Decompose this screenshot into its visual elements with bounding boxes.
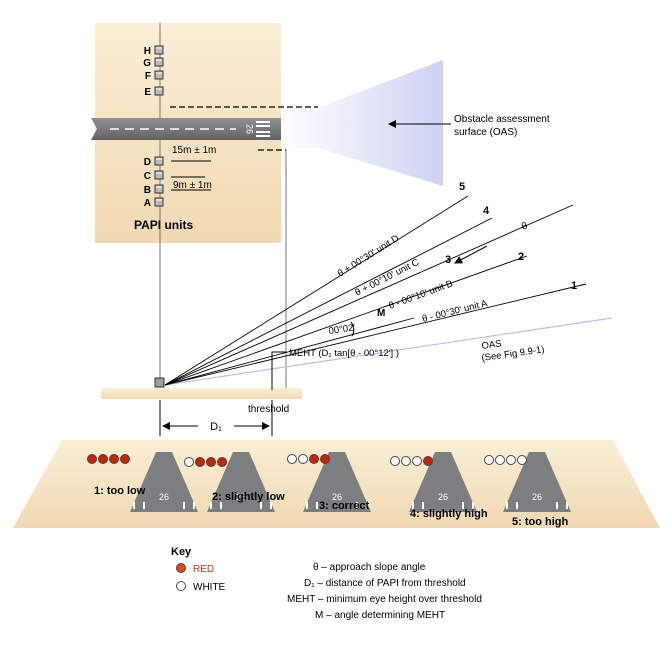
key-white-label: WHITE [193, 582, 226, 593]
meht-leader [271, 351, 286, 390]
spacing-label-15m: 15m ± 1m [172, 145, 216, 156]
angle-arc [350, 321, 355, 337]
legend-line-1: θ – approach slope angle [313, 562, 426, 573]
indication-2-light-4-red [217, 457, 227, 467]
indication-3-label: 3: correct [319, 500, 369, 512]
key-white-light [176, 581, 186, 591]
indication-3-runway [303, 452, 371, 512]
papi-unit-c-box [154, 170, 164, 180]
papi-unit-e-box [154, 86, 164, 96]
beam-number-2: 2 [518, 251, 524, 263]
indication-2-runway-number: 26 [236, 492, 246, 502]
approach-beams [164, 195, 587, 386]
indication-1-runway-number: 26 [159, 492, 169, 502]
indication-2-light-1-white [184, 457, 194, 467]
threshold-markings [256, 121, 270, 137]
indication-3-light-4-red [320, 454, 330, 464]
units-title: PAPI units [134, 218, 193, 232]
angle-0002-label: 00°02′ [328, 322, 356, 337]
m-label: M [377, 308, 385, 319]
indication-3-light-2-white [298, 454, 308, 464]
oas-surface [281, 60, 443, 186]
oas-label-line1: OAS [481, 338, 502, 352]
indication-1-light-3-red [109, 454, 119, 464]
indication-5-light-3-white [506, 455, 516, 465]
oas-callout-line1: Obstacle assessment [454, 114, 550, 125]
indication-1-light-2-red [98, 454, 108, 464]
d1-label: D₁ [210, 421, 222, 433]
papi-unit-d-letter: D [144, 157, 151, 168]
indication-3-light-3-red [309, 454, 319, 464]
legend-line-3: MEHT – minimum eye height over threshold [287, 594, 482, 605]
indication-4-light-3-white [412, 456, 422, 466]
beam-number-1: 1 [571, 280, 577, 292]
beam-number-3: 3 [445, 254, 451, 266]
indication-4-light-2-white [401, 456, 411, 466]
indication-5-runway [503, 452, 571, 512]
papi-unit-f-letter: F [145, 71, 151, 82]
indication-4-light-1-white [390, 456, 400, 466]
indication-1-runway [130, 452, 198, 512]
papi-unit-h-box [154, 45, 164, 55]
papi-unit-d-box [154, 156, 164, 166]
indication-4-light-4-red [423, 456, 433, 466]
beam-label-b: θ - 00°10′ unit B [387, 278, 454, 311]
profile-ground [101, 388, 302, 399]
papi-unit-f-box [154, 70, 164, 80]
indication-1-light-1-red [87, 454, 97, 464]
spacing-label-9m: 9m ± 1m [173, 180, 212, 191]
meht-label: MEHT (D₁ tan[θ - 00°12′] ) [289, 348, 399, 359]
key-title: Key [171, 546, 192, 558]
indication-5-runway-number: 26 [532, 492, 542, 502]
threshold-label: threshold [248, 404, 289, 415]
papi-unit-b-letter: B [144, 185, 151, 196]
key-red-label: RED [193, 564, 214, 575]
legend-line-4: M – angle determining MEHT [315, 610, 445, 621]
oas-callout-line2: surface (OAS) [454, 127, 517, 138]
papi-unit-g-box [154, 57, 164, 67]
papi-unit-e-letter: E [144, 87, 151, 98]
indication-2-light-3-red [206, 457, 216, 467]
indication-2-light-2-red [195, 457, 205, 467]
papi-unit-b-box [154, 184, 164, 194]
indication-3-light-1-white [287, 454, 297, 464]
indication-5-label: 5: too high [512, 516, 568, 528]
indication-2-runway [207, 452, 275, 512]
papi-box-profile [154, 377, 165, 388]
papi-unit-a-box [154, 197, 164, 207]
indication-4-runway [409, 452, 477, 512]
beam-3-arrow [454, 245, 488, 264]
key-red-light [176, 563, 186, 573]
indication-5-light-2-white [495, 455, 505, 465]
papi-unit-c-letter: C [144, 171, 151, 182]
legend-line-2: D₁ – distance of PAPI from threshold [304, 578, 466, 589]
papi-unit-g-letter: G [143, 58, 151, 69]
beam-label-a: θ - 00°30′ unit A [421, 298, 489, 325]
indication-2-label: 2: slightly low [212, 491, 285, 503]
indication-3-runway-number: 26 [332, 492, 342, 502]
papi-unit-a-letter: A [144, 198, 151, 209]
beam-number-5: 5 [459, 181, 465, 193]
beam-number-4: 4 [483, 205, 490, 217]
indication-1-light-4-red [120, 454, 130, 464]
indication-4-label: 4: slightly high [410, 508, 488, 520]
oas-line [164, 317, 613, 386]
indication-1-label: 1: too low [94, 485, 146, 497]
indication-5-light-4-white [517, 455, 527, 465]
plan-runway-number: 26 [245, 124, 255, 134]
theta-label: θ [520, 220, 530, 232]
papi-unit-h-letter: H [144, 46, 151, 57]
indication-4-runway-number: 26 [438, 492, 448, 502]
indication-5-light-1-white [484, 455, 494, 465]
